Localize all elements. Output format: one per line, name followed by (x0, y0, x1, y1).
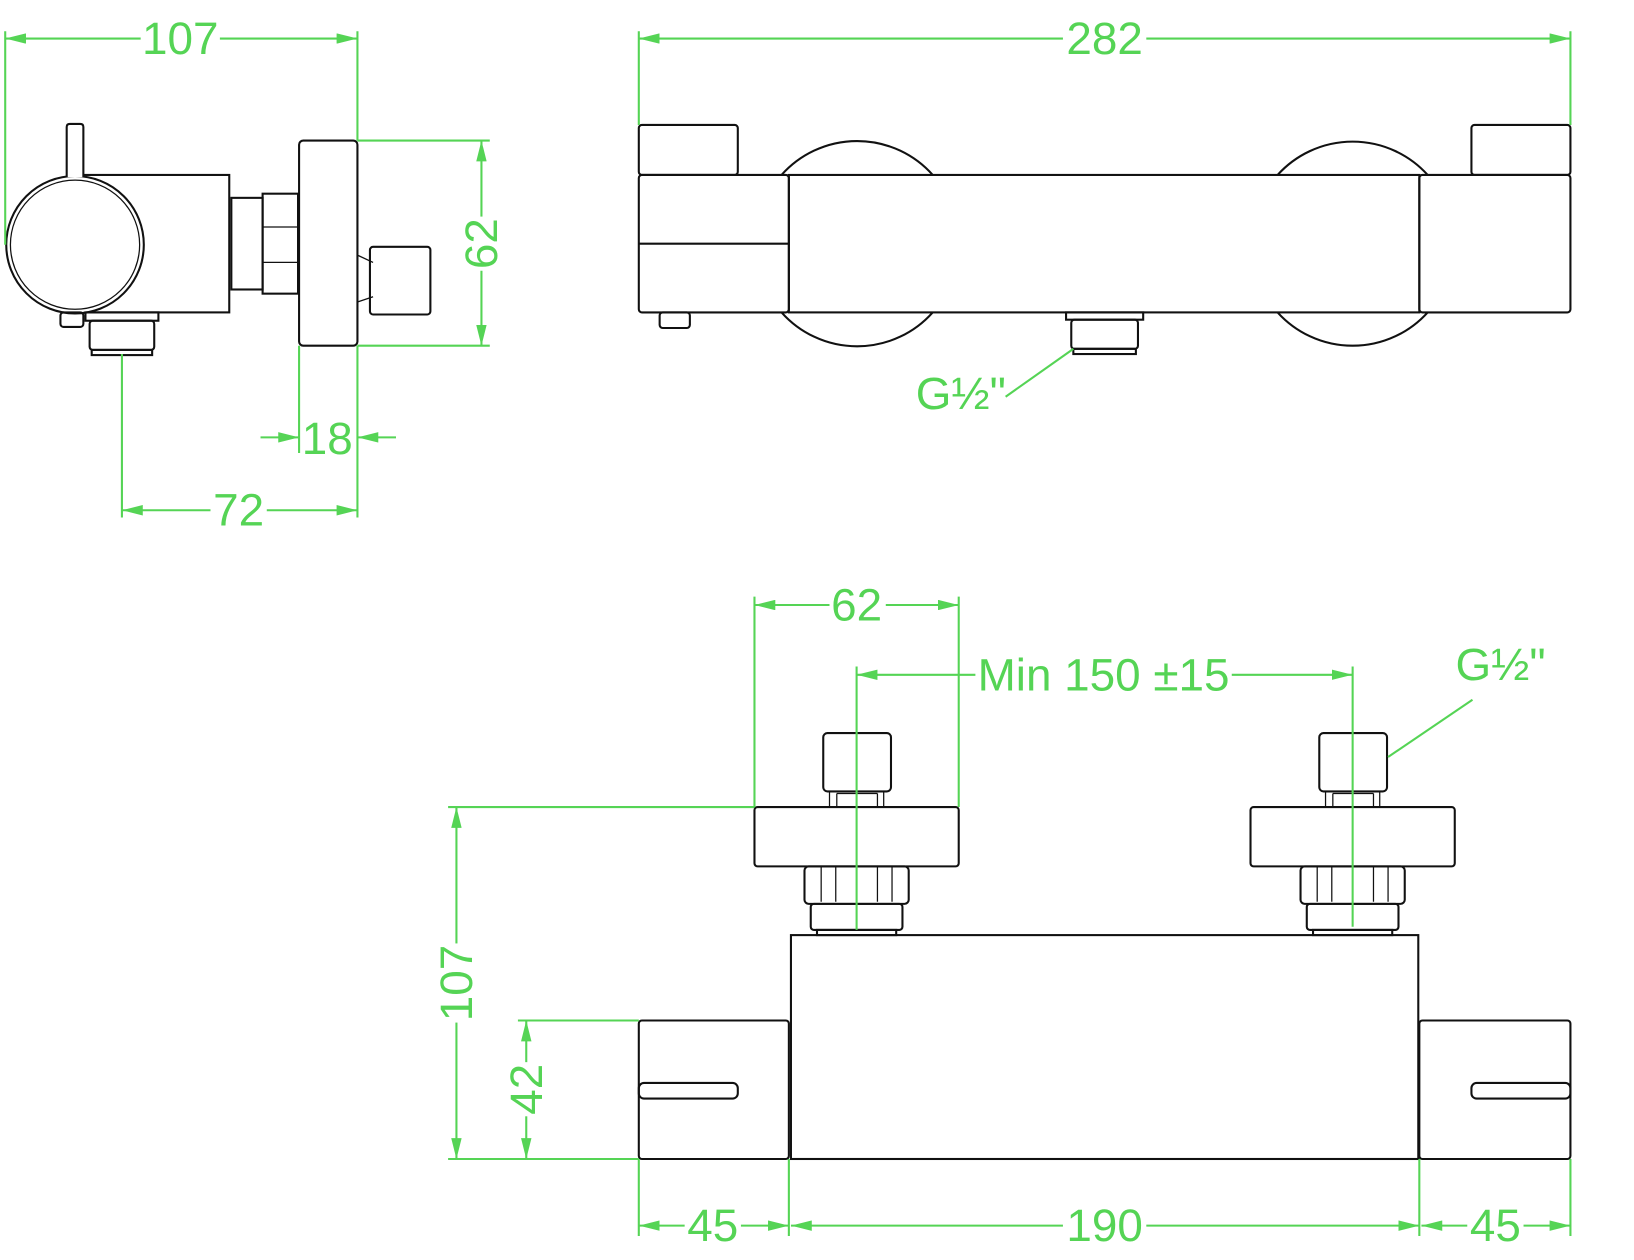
top-view: 282 G½" (637, 13, 1572, 419)
dimension-length-label: 282 (1066, 13, 1142, 64)
dimension-body-length-label: 190 (1066, 1200, 1142, 1251)
dimension-left-cap-label: 45 (687, 1200, 738, 1251)
dimension-width-label: 107 (142, 13, 218, 64)
thread-callout-label: G½" (916, 368, 1006, 419)
side-view-outline (5, 122, 432, 357)
dimension-outlet-label: 72 (213, 485, 264, 536)
dimension-total-height-label: 107 (431, 945, 482, 1021)
dimension-plate-label: 18 (302, 413, 353, 464)
dimension-inlet-spacing-label: Min 150 ±15 (978, 649, 1230, 700)
dimension-right-cap-label: 45 (1470, 1200, 1521, 1251)
dimension-plate-width-label: 62 (831, 580, 882, 631)
top-view-outline (637, 123, 1572, 356)
front-view-outline (637, 732, 1572, 1161)
side-view: 107 62 18 72 (4, 13, 507, 536)
dimension-height-label: 62 (456, 218, 507, 269)
dimension-body-height-label: 42 (501, 1064, 552, 1115)
front-view: 62 Min 150 ±15 G½" 107 42 45 190 45 (431, 580, 1572, 1251)
thread-callout-label: G½" (1456, 639, 1546, 690)
